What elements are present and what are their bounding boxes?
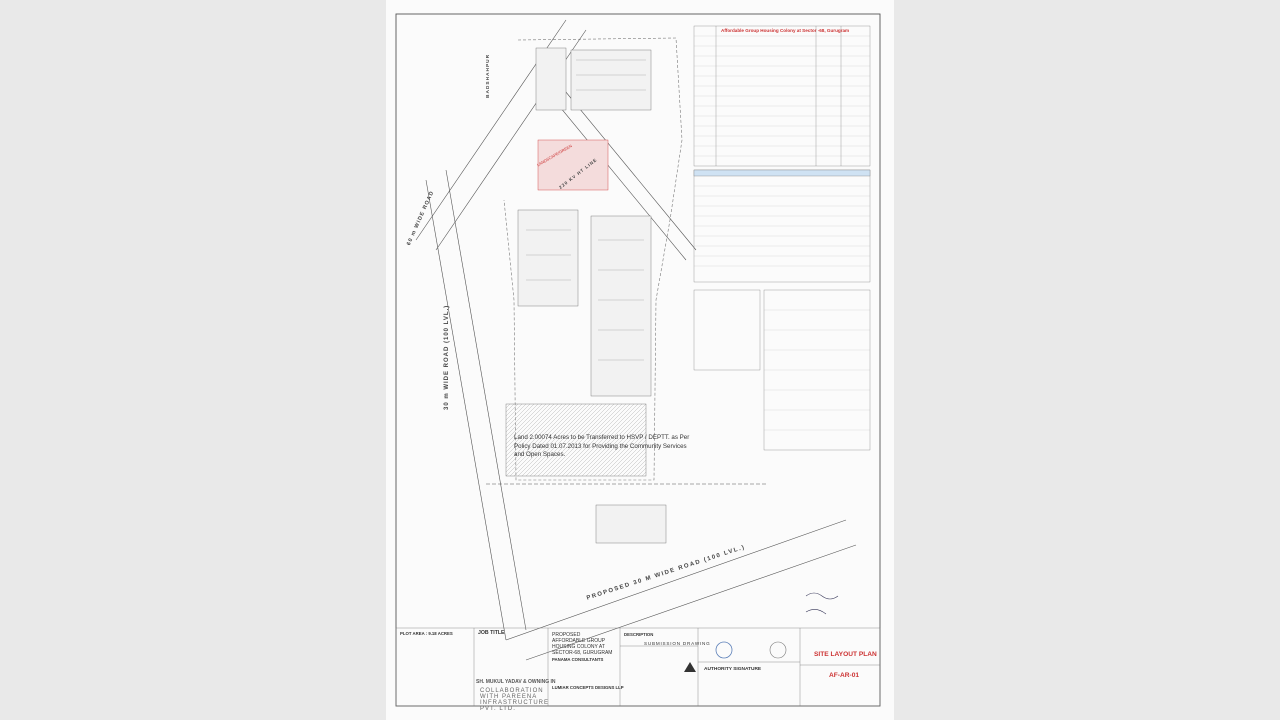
- authority-seal-icon: [715, 641, 733, 659]
- drawing-number: AF-AR-01: [829, 672, 860, 679]
- plot-area: PLOT AREA : 9.18 ACRES: [400, 631, 453, 636]
- collaboration-text: COLLABORATION WITH PAREENA INFRASTRUCTUR…: [480, 688, 549, 712]
- sheet-title: SITE LAYOUT PLAN: [814, 651, 877, 658]
- north-road-label: BADSHAHPUR: [486, 53, 491, 98]
- signature-icon-2: [805, 609, 827, 615]
- consultant-name: PANAMA CONSULTANTS: [552, 657, 604, 662]
- park-area: [535, 47, 567, 111]
- architect-name: SH. MUKUL YADAV & OWNING IN: [476, 679, 556, 685]
- description-label: DESCRIPTION: [624, 632, 654, 637]
- consultant-name-2: LUMIAR CONCEPTS DESIGNS LLP: [552, 685, 624, 690]
- title-block: [395, 627, 881, 707]
- parking-table: [693, 289, 761, 371]
- submission-label: SUBMISSION DRAWING: [644, 641, 711, 646]
- west-road-edge-1: [425, 179, 507, 641]
- transfer-land-note: Land 2.00074 Acres to be Transferred to …: [514, 434, 690, 459]
- site-layout-drawing: [395, 13, 881, 707]
- authority-signature-label: AUTHORITY SIGNATURE: [704, 667, 762, 672]
- schedule-title: Affordable Group Housing Colony at Secto…: [721, 28, 850, 33]
- job-title-label: JOB TITLE: [478, 630, 505, 636]
- north-arrow-icon: [684, 662, 696, 672]
- transfer-land: [505, 403, 647, 477]
- owner-seal-icon: [769, 641, 787, 659]
- landscape-zone: [537, 139, 609, 191]
- commercial-block: [595, 504, 667, 544]
- south-road-edge-2: [525, 544, 857, 661]
- west-road-edge-2: [445, 169, 527, 631]
- west-road-label: 30 m WIDE ROAD (100 LVL.): [444, 304, 450, 410]
- drawing-sheet: Land 2.00074 Acres to be Transferred to …: [386, 0, 894, 720]
- tower-cluster-central: [590, 215, 652, 397]
- signature-icon: [805, 592, 839, 600]
- plot-boundary: [503, 37, 683, 481]
- hv-line-1: [545, 89, 687, 261]
- project-name: PROPOSED AFFORDABLE GROUP HOUSING COLONY…: [552, 632, 613, 656]
- south-road-edge-1: [505, 519, 847, 641]
- tower-cluster-west: [517, 209, 579, 307]
- tower-cluster-north: [570, 49, 652, 111]
